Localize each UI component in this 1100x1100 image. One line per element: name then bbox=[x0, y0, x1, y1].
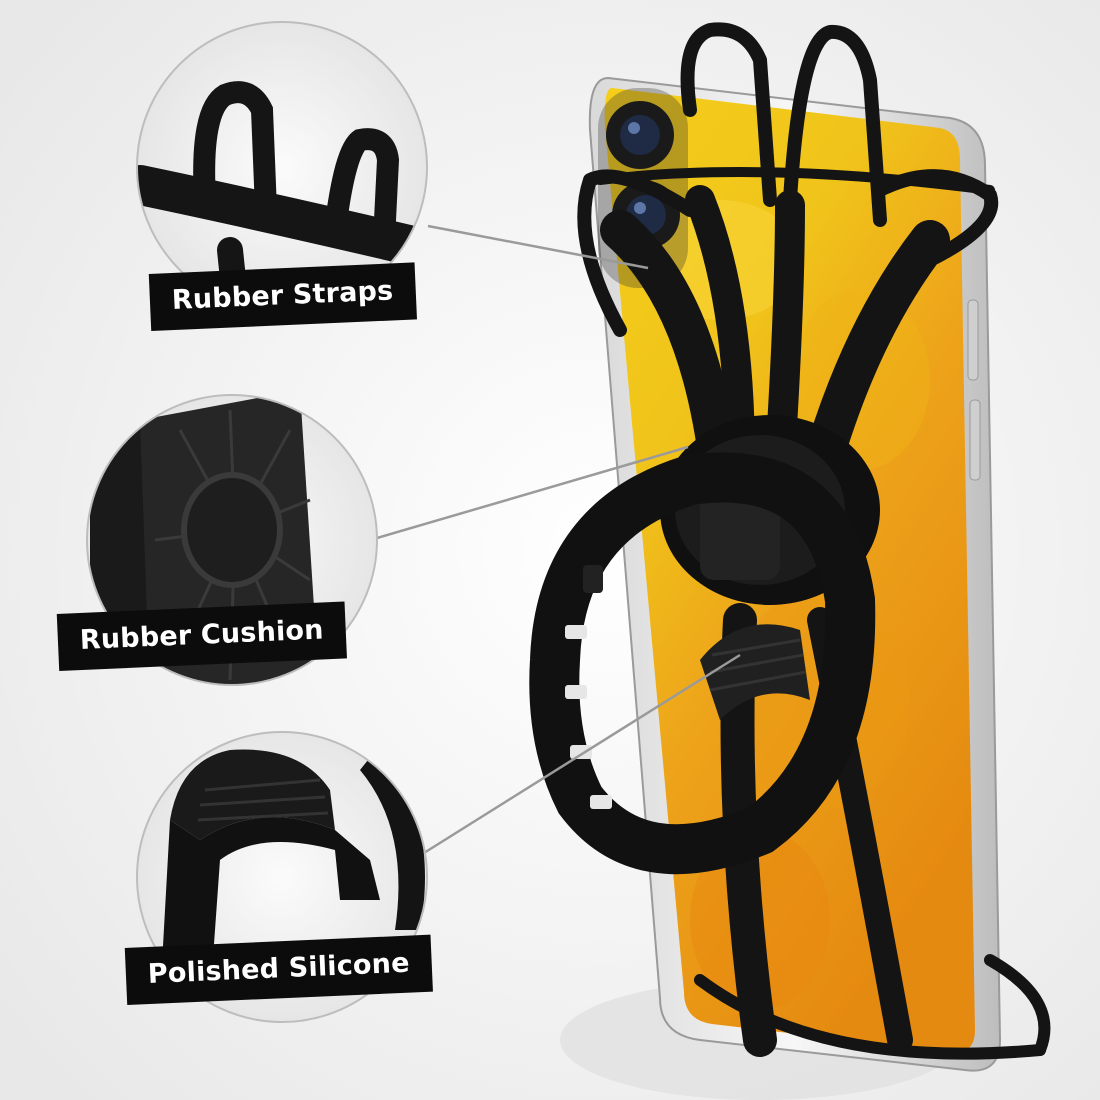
callout-rubber-straps: Rubber Straps bbox=[148, 262, 417, 331]
pointer-lines bbox=[359, 224, 741, 875]
handlebar-clamp bbox=[529, 452, 876, 875]
